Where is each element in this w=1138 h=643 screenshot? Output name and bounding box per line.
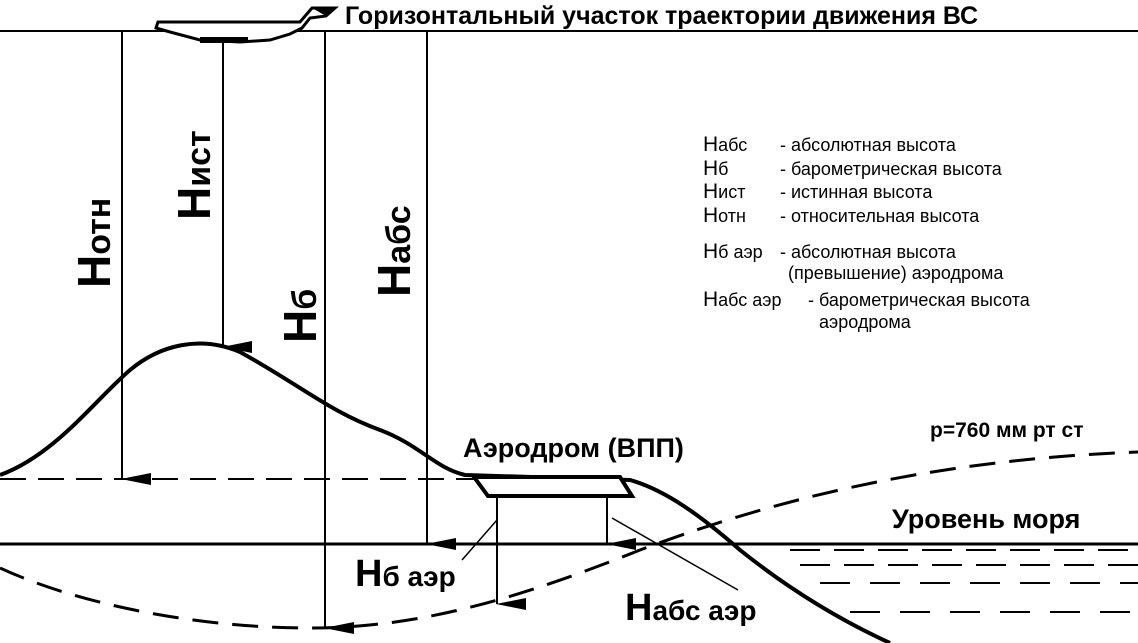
legend-symbol: Нотн — [703, 204, 746, 227]
legend: Набс - абсолютная высота Нб - барометрич… — [703, 133, 1031, 332]
h-b-aer-leader — [461, 519, 498, 561]
aerodrome-label: Аэродром (ВПП) — [463, 433, 684, 463]
legend-desc-cont: аэродрома — [819, 312, 912, 332]
h-otn-label: Нотн — [68, 198, 120, 288]
legend-symbol: Набс аэр — [703, 288, 782, 311]
legend-symbol: Нб — [703, 157, 728, 180]
runway — [470, 475, 636, 498]
legend-symbol: Нист — [703, 180, 745, 203]
pressure-label: р=760 мм рт ст — [930, 419, 1084, 442]
h-b-label: Нб — [274, 289, 326, 343]
h-abs-label: Набс — [368, 205, 420, 297]
legend-symbol: Нб аэр — [703, 240, 763, 263]
legend-desc: - абсолютная высота — [780, 135, 957, 155]
terrain-profile — [0, 341, 891, 643]
legend-desc: - относительная высота — [780, 206, 980, 226]
h-b-aer-label: Нб аэр — [355, 553, 456, 595]
isobar-760-curve — [0, 450, 1138, 630]
trajectory-label: Горизонтальный участок траектории движен… — [345, 2, 978, 30]
sea-level-label: Уровень моря — [892, 504, 1080, 534]
legend-desc: - истинная высота — [780, 182, 933, 202]
legend-desc: - барометрическая высота — [780, 159, 1003, 179]
h-abs-aer-label: Набс аэр — [625, 587, 756, 629]
h-abs-aer-leader — [611, 517, 739, 591]
h-ist-label: Нист — [168, 130, 220, 220]
legend-symbol: Набс — [703, 133, 747, 156]
water-hatching — [790, 549, 1138, 613]
legend-desc-cont: (превышение) аэродрома — [788, 263, 1004, 283]
legend-desc: - абсолютная высота — [780, 242, 957, 262]
legend-desc: - барометрическая высота — [808, 290, 1031, 310]
aircraft-icon — [154, 6, 339, 44]
